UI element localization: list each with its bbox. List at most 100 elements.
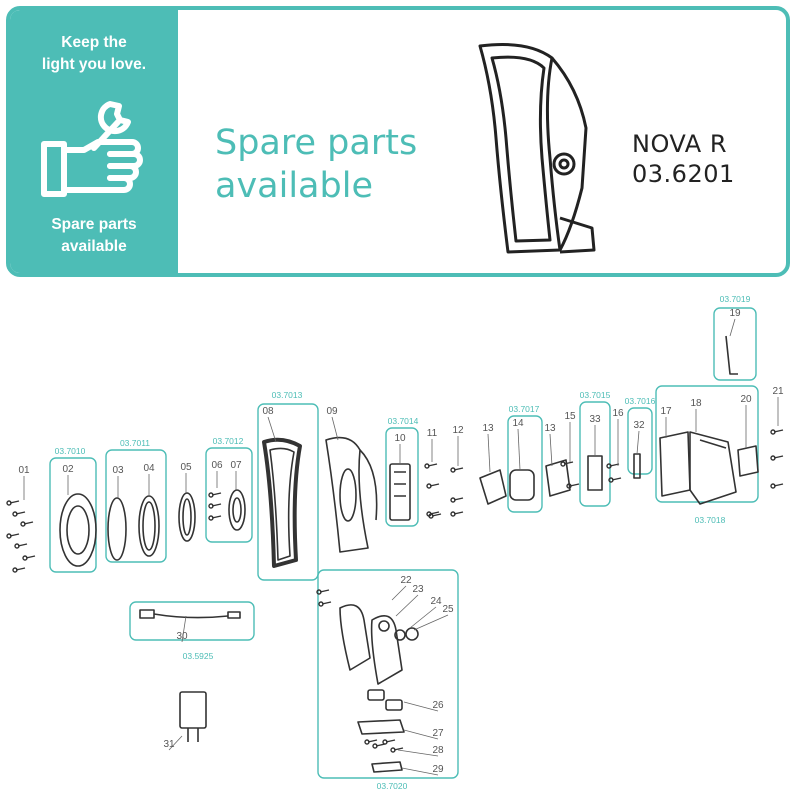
model-info: NOVA R 03.6201	[632, 129, 735, 189]
stand-22-icon	[339, 604, 371, 671]
part-number-label: 09	[326, 406, 338, 417]
part-number-label: 03	[112, 465, 124, 476]
ring-04-icon	[138, 495, 160, 557]
frame-08-icon	[262, 437, 302, 568]
leader-line	[409, 606, 437, 629]
screw-head	[608, 477, 614, 483]
group-code: 03.7011	[120, 438, 150, 448]
part-number-label: 04	[143, 463, 155, 474]
part-number-label: 33	[589, 414, 601, 425]
plate-27-icon	[357, 719, 405, 735]
tile-caption-line1: Spare parts	[51, 216, 137, 233]
part-number-label: 29	[432, 764, 444, 775]
screw-head	[12, 511, 18, 517]
part-number-label: 08	[262, 406, 274, 417]
gasket-17-icon	[659, 431, 691, 497]
tile-slogan-line1: Keep the	[61, 34, 127, 51]
group-box	[205, 447, 253, 543]
part-number-label: 13	[482, 423, 494, 434]
rear-housing-18-icon	[689, 431, 737, 505]
leader-line	[729, 318, 736, 337]
screw-head	[22, 555, 28, 561]
part-number-label: 32	[633, 420, 645, 431]
leader-line	[487, 433, 491, 473]
screw-head	[390, 747, 396, 753]
part-number-label: 06	[211, 460, 223, 471]
group-code: 03.7013	[272, 390, 303, 400]
screw-head	[770, 483, 776, 489]
part-number-label: 20	[740, 394, 752, 405]
group-code: 03.7016	[625, 396, 656, 406]
banner-title-line2: available	[215, 166, 373, 206]
group-code: 03.7019	[720, 294, 751, 304]
leader-line	[403, 729, 439, 740]
battery-14-icon	[509, 469, 535, 501]
leader-line	[413, 614, 449, 631]
model-number: 03.6201	[632, 160, 735, 188]
part-number-label: 13	[544, 423, 556, 434]
leader-line	[168, 735, 183, 751]
leader-line	[401, 767, 439, 776]
group-box	[385, 427, 419, 527]
tile-caption-line2: available	[61, 238, 127, 255]
screw-head	[316, 589, 322, 595]
part-number-label: 21	[772, 386, 784, 397]
spare-parts-tile: Keep the light you love. Spare parts ava…	[10, 10, 178, 273]
pcb-10-icon	[389, 463, 411, 521]
group-box	[579, 401, 611, 507]
part-number-label: 07	[230, 460, 242, 471]
screws	[6, 429, 784, 753]
part-number-label: 10	[394, 433, 406, 444]
part-number-label: 28	[432, 745, 444, 756]
leader-line	[267, 416, 277, 443]
banner-title: Spare parts available	[215, 122, 417, 208]
ring-05-icon	[178, 492, 196, 542]
part-number-label: 11	[427, 428, 438, 439]
leader-lines	[23, 318, 779, 776]
lens-07-icon	[228, 489, 246, 531]
screw-head	[372, 743, 378, 749]
washer-24-icon	[394, 629, 406, 641]
screw-head	[566, 483, 572, 489]
part-number-label: 31	[163, 739, 175, 750]
part-number-label: 12	[452, 425, 464, 436]
screw-head	[426, 483, 432, 489]
bracket-13b-icon	[545, 459, 571, 497]
part-number-label: 01	[18, 465, 30, 476]
leader-line	[549, 433, 553, 467]
part-number-label: 22	[400, 575, 412, 586]
part-number-label: 15	[564, 411, 576, 422]
screw-head	[20, 521, 26, 527]
ring-02-icon	[59, 493, 97, 567]
group-code: 03.5925	[183, 651, 214, 661]
label-20-icon	[737, 445, 759, 477]
screw-head	[12, 567, 18, 573]
screw-head	[560, 461, 566, 467]
group-code: 03.7014	[388, 416, 419, 426]
part-number-label: 26	[432, 700, 444, 711]
group-code: 03.7017	[509, 404, 540, 414]
screw-head	[6, 533, 12, 539]
group-box	[129, 601, 255, 641]
screw-head	[770, 455, 776, 461]
pad-26-icon	[367, 689, 403, 711]
screw-head	[14, 543, 20, 549]
cable-30-icon	[139, 609, 241, 619]
screw-head	[428, 513, 434, 519]
knob-25-icon	[405, 627, 419, 641]
screw-head	[382, 739, 388, 745]
group-box	[317, 569, 459, 779]
part-number-label: 24	[430, 596, 442, 607]
tile-caption: Spare parts available	[10, 214, 178, 258]
banner-title-line1: Spare parts	[215, 123, 418, 163]
part-number-label: 30	[176, 631, 188, 642]
part-number-label: 17	[660, 406, 672, 417]
screw-head	[424, 463, 430, 469]
group-box	[713, 307, 757, 381]
screw-head	[208, 492, 214, 498]
product-image	[478, 43, 596, 254]
leader-line	[181, 615, 187, 643]
leader-line	[517, 428, 521, 471]
